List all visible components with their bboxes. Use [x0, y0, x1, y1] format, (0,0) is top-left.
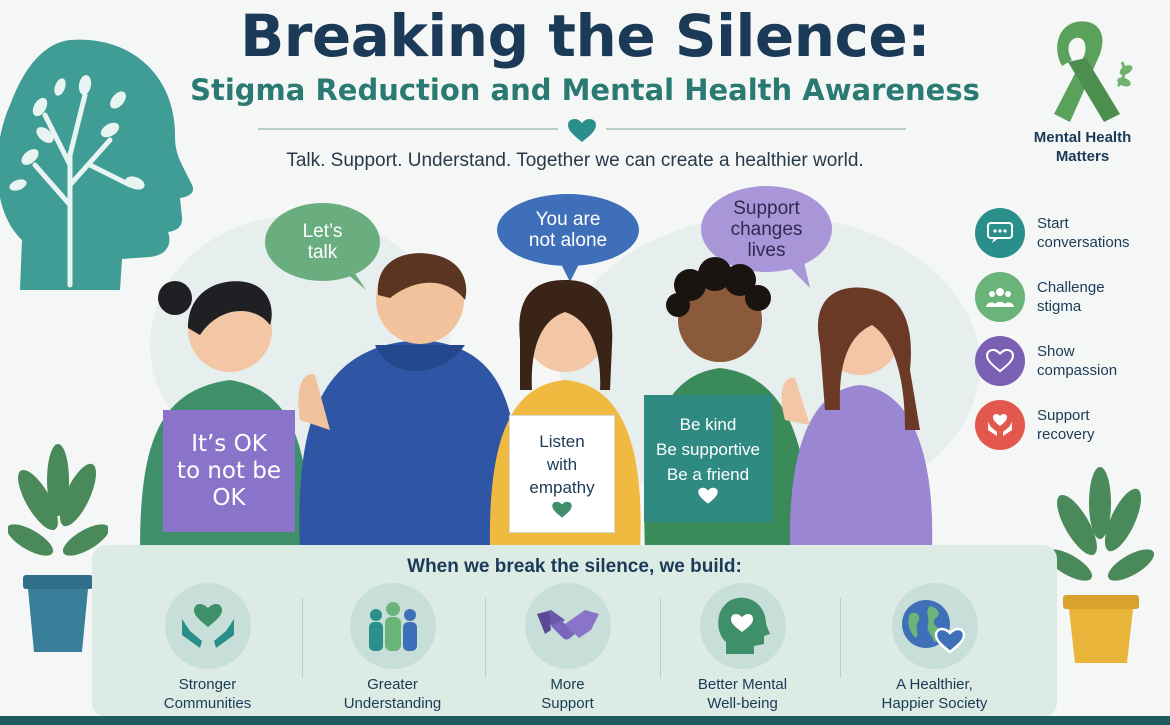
- sign-listen-empathy: Listen with empathy: [509, 415, 615, 533]
- speech-bubble-support-changes: Support changes lives: [701, 186, 832, 272]
- divider-line: [660, 598, 661, 678]
- speech-bubble-not-alone: You are not alone: [497, 194, 639, 266]
- benefit-more-support: More Support: [480, 583, 655, 713]
- benefit-greater-understanding: Greater Understanding: [305, 583, 480, 713]
- bubble-tail: [558, 258, 582, 282]
- people-icon: [975, 272, 1025, 322]
- speech-bubble-lets-talk: Let’s talk: [265, 203, 380, 281]
- heart-icon: [568, 119, 596, 142]
- tagline: Talk. Support. Understand. Together we c…: [286, 150, 864, 171]
- potted-plant-left: [8, 444, 108, 652]
- action-support-recovery: Support recovery: [975, 400, 1167, 450]
- awareness-ribbon-icon: [1054, 21, 1133, 122]
- divider-line: [840, 598, 841, 678]
- sign-be-kind: Be kind Be supportive Be a friend: [644, 395, 772, 522]
- sign-its-ok: It’s OK to not be OK: [163, 410, 295, 532]
- heart-icon: [552, 501, 572, 518]
- handshake-icon: [524, 583, 611, 669]
- action-start-conversations: Start conversations: [975, 208, 1167, 258]
- chat-icon: [975, 208, 1025, 258]
- benefits-title: When we break the silence, we build:: [407, 556, 742, 577]
- page-subtitle: Stigma Reduction and Mental Health Aware…: [190, 73, 980, 107]
- head-tree-illustration: [0, 39, 193, 290]
- divider-line: [606, 128, 906, 130]
- globe-heart-icon: [891, 583, 978, 669]
- divider-line: [485, 598, 486, 678]
- benefit-better-wellbeing: Better Mental Well-being: [655, 583, 830, 713]
- page-title: Breaking the Silence:: [240, 2, 930, 70]
- bubble-tail: [338, 266, 366, 290]
- divider-line: [302, 598, 303, 678]
- divider-line: [258, 128, 558, 130]
- footer-bar: [0, 716, 1170, 725]
- hands-heart-icon: [975, 400, 1025, 450]
- hands-heart-icon: [164, 583, 251, 669]
- head-heart-icon: [699, 583, 786, 669]
- heart-icon: [698, 487, 718, 504]
- action-show-compassion: Show compassion: [975, 336, 1167, 386]
- benefit-healthier-society: A Healthier, Happier Society: [847, 583, 1022, 713]
- action-challenge-stigma: Challenge stigma: [975, 272, 1167, 322]
- bubble-tail: [784, 262, 810, 288]
- potted-plant-right: [1045, 467, 1155, 663]
- ribbon-label: Mental Health Matters: [1033, 129, 1132, 165]
- heart-icon: [975, 336, 1025, 386]
- benefit-stronger-communities: Stronger Communities: [120, 583, 295, 713]
- people-icon: [349, 583, 436, 669]
